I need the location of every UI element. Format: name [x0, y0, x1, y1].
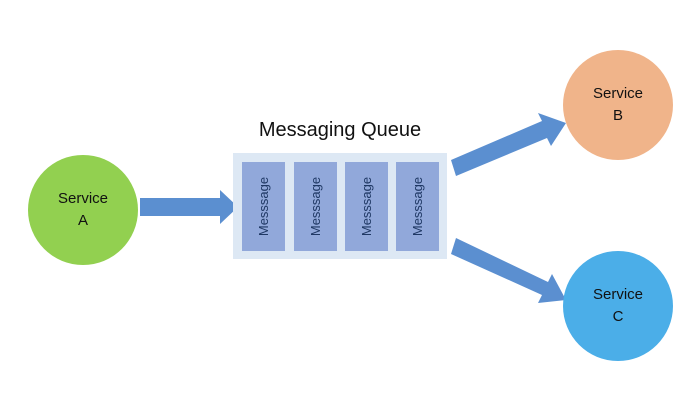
service-b-label: Service: [592, 85, 644, 102]
message-box: Messsage: [294, 162, 337, 251]
message-label: Messsage: [410, 176, 425, 237]
service-c-label: Service: [592, 286, 644, 303]
service-a-node: Service A: [28, 155, 138, 265]
message-box: Messsage: [396, 162, 439, 251]
service-c-node: Service C: [563, 251, 673, 361]
message-label: Messsage: [256, 176, 271, 237]
message-label: Messsage: [308, 176, 323, 237]
service-a-label: Service: [57, 190, 109, 207]
arrow-a-to-queue: [140, 190, 238, 224]
message-label: Messsage: [359, 176, 374, 237]
service-b-letter: B: [612, 107, 623, 124]
message-box: Messsage: [345, 162, 388, 251]
queue-title: Messaging Queue: [258, 119, 422, 141]
service-c-letter: C: [612, 308, 624, 325]
messaging-queue: Messsage Messsage Messsage Messsage: [233, 153, 447, 259]
service-b-node: Service B: [563, 50, 673, 160]
arrow-queue-to-c: [451, 238, 566, 303]
service-a-letter: A: [77, 212, 88, 229]
message-box: Messsage: [242, 162, 285, 251]
arrow-queue-to-b: [451, 113, 566, 176]
